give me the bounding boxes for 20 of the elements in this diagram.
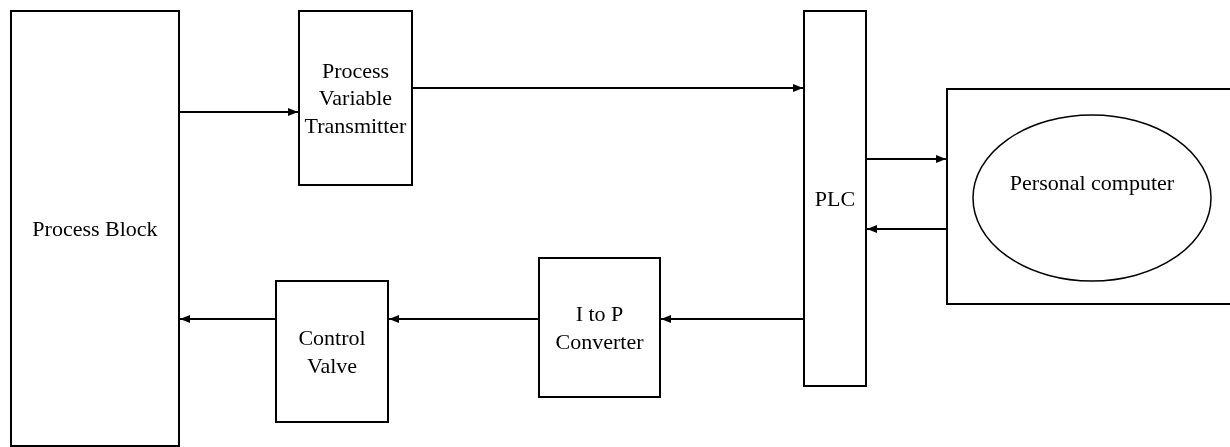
valve-box xyxy=(275,280,389,423)
arrow xyxy=(660,315,804,323)
arrow xyxy=(179,108,299,116)
arrow xyxy=(179,315,276,323)
computer-ellipse xyxy=(972,114,1212,282)
arrow xyxy=(412,84,804,92)
arrow xyxy=(866,225,947,233)
arrow xyxy=(866,155,947,163)
node-label: I to P Converter xyxy=(554,300,645,355)
plc-box xyxy=(803,10,867,387)
node-label: Process Block xyxy=(32,214,158,243)
node-label: Process Variable Transmitter xyxy=(303,56,408,140)
computer-box xyxy=(946,88,1230,305)
arrow xyxy=(388,315,539,323)
node-label: PLC xyxy=(814,184,856,213)
node-label: Personal computer xyxy=(1009,169,1175,197)
transmitter-box xyxy=(298,10,413,186)
process-block xyxy=(10,10,180,447)
converter-box xyxy=(538,257,661,398)
node-label: Control Valve xyxy=(297,324,367,379)
